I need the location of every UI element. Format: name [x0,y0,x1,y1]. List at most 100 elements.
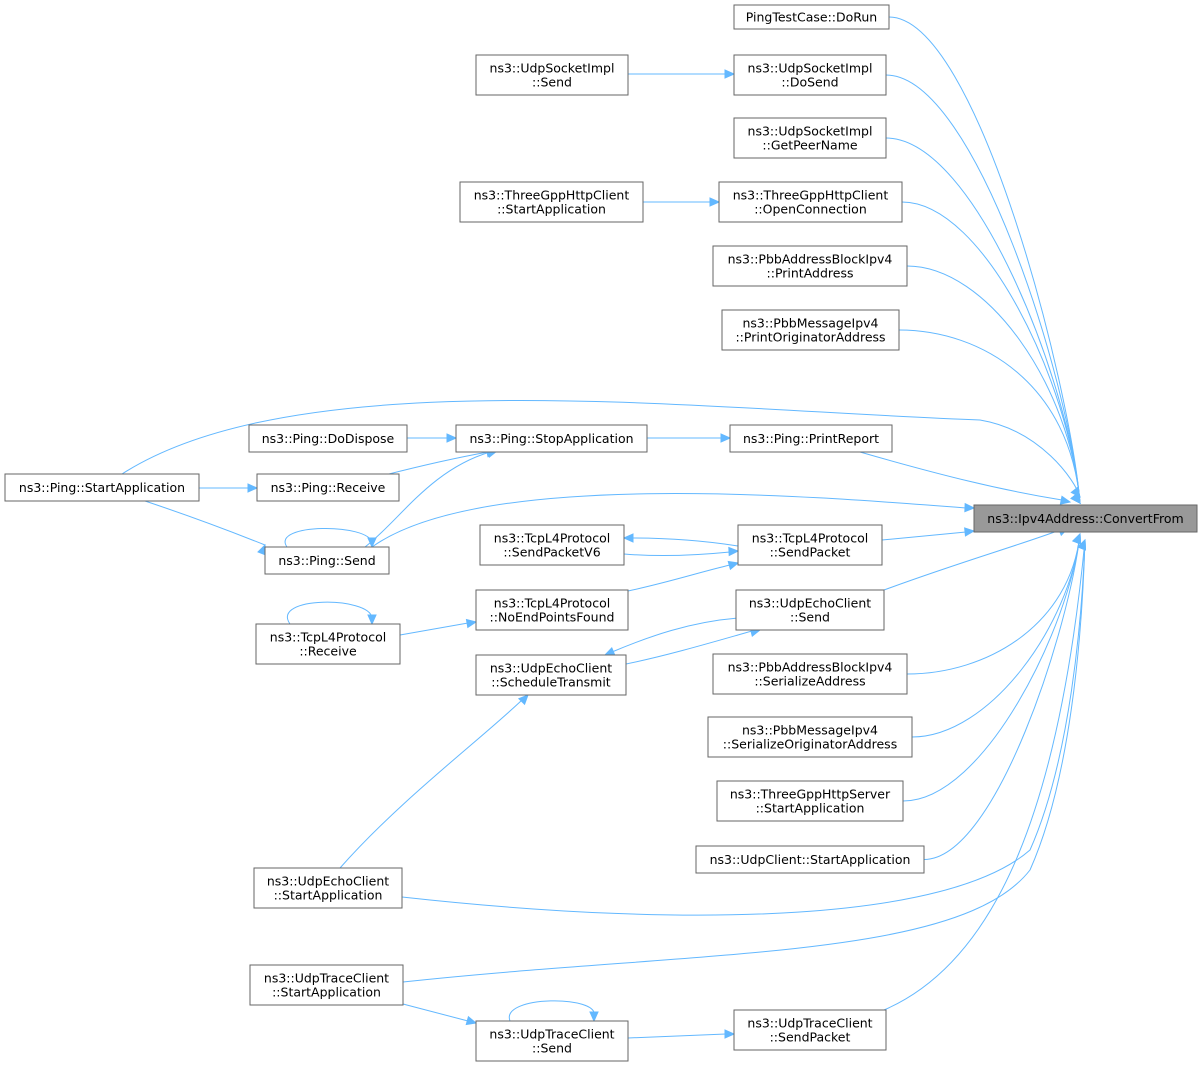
node-label: ns3::Ping::StartApplication [19,480,185,495]
node-label: PingTestCase::DoRun [746,10,877,25]
edge-line [906,265,1081,504]
edge-ping-report-to-root [859,451,1072,505]
edge-line [883,529,1061,591]
node-label: ns3::TcpL4Protocol [270,630,386,645]
node-label: ns3::TcpL4Protocol [752,531,868,546]
node-label: ns3::UdpEchoClient [267,874,389,889]
edge-tcp-receive-to-tcp-receive [286,601,377,626]
node-label: ::SendPacket [770,545,851,560]
node-tcp-sendpacket[interactable]: ns3::TcpL4Protocol::SendPacket [737,524,883,566]
edge-udpsock-dosend-to-root [885,74,1081,504]
node-box [733,117,887,159]
edge-line [885,137,1081,504]
node-box [479,524,625,566]
edge-arrowhead [1070,486,1081,498]
edge-udpclient-start-to-root [923,532,1082,860]
node-pbb-printorig[interactable]: ns3::PbbMessageIpv4::PrintOriginatorAddr… [721,309,900,351]
edge-arrowhead [1072,532,1082,545]
edge-line [364,451,491,548]
edge-arrowhead [247,483,259,493]
edge-ping-receive-to-ping-stop [384,448,498,476]
node-udpsock-getpeer[interactable]: ns3::UdpSocketImpl::GetPeerName [733,117,887,159]
node-ping-report[interactable]: ns3::Ping::PrintReport [729,424,893,453]
node-box [733,1009,887,1051]
node-pbb-serialorig[interactable]: ns3::PbbMessageIpv4::SerializeOriginator… [707,716,913,758]
edge-arrowhead [603,646,616,656]
node-ping-dorun[interactable]: PingTestCase::DoRun [733,4,890,30]
node-box [712,653,908,695]
node-ping-dispose[interactable]: ns3::Ping::DoDispose [248,424,408,453]
node-label: ns3::ThreeGppHttpClient [733,188,889,203]
node-tcp-noend[interactable]: ns3::TcpL4Protocol::NoEndPointsFound [475,589,629,631]
edge-ping-dorun-to-root [888,16,1081,504]
node-trace-sendpacket[interactable]: ns3::UdpTraceClient::SendPacket [733,1009,887,1051]
node-echo-send[interactable]: ns3::UdpEchoClient::Send [735,589,885,631]
node-label: ns3::Ping::Send [278,553,375,568]
node-label: ns3::UdpTraceClient [747,1016,872,1031]
node-label: ns3::UdpTraceClient [489,1027,614,1042]
node-label: ::Receive [299,644,357,659]
node-label: ns3::PbbMessageIpv4 [742,723,878,738]
edge-line [339,699,523,869]
node-http-start[interactable]: ns3::ThreeGppHttpClient::StartApplicatio… [459,181,644,223]
node-label: ns3::UdpSocketImpl [490,61,615,76]
node-label: ::StartApplication [756,801,865,816]
node-httpserver-start[interactable]: ns3::ThreeGppHttpServer::StartApplicatio… [716,780,904,822]
edge-line [901,201,1081,504]
node-box [475,589,629,631]
edge-ping-start-to-ping-receive [199,483,259,493]
node-label: ::SendPacketV6 [503,545,600,560]
edge-pbb-printorig-to-root [898,329,1081,504]
edge-trace-send-to-trace-send [509,1000,599,1023]
node-box [737,524,883,566]
node-tcp-sendv6[interactable]: ns3::TcpL4Protocol::SendPacketV6 [479,524,625,566]
edge-pbb-serialaddr-to-root [906,532,1082,675]
node-http-open[interactable]: ns3::ThreeGppHttpClient::OpenConnection [718,181,903,223]
edge-line [371,493,967,548]
edge-line [883,539,1086,1011]
node-label: ::NoEndPointsFound [490,610,615,625]
node-ping-start[interactable]: ns3::Ping::StartApplication [4,473,200,502]
node-box [248,424,408,453]
edge-line [509,1000,595,1022]
node-label: ::SerializeOriginatorAddress [723,737,897,752]
node-ping-receive[interactable]: ns3::Ping::Receive [256,473,400,502]
node-box [707,716,913,758]
edge-line [402,539,1086,983]
node-pbb-serialaddr[interactable]: ns3::PbbAddressBlockIpv4::SerializeAddre… [712,653,908,695]
node-box [256,473,400,502]
edge-udpsock-getpeer-to-root [885,137,1081,504]
node-label: ns3::Ping::DoDispose [262,431,395,446]
node-tcp-receive[interactable]: ns3::TcpL4Protocol::Receive [255,623,401,665]
node-udpsock-dosend[interactable]: ns3::UdpSocketImpl::DoSend [733,54,887,96]
node-udpsock-send[interactable]: ns3::UdpSocketImpl::Send [475,54,629,96]
node-label: ::SerializeAddress [754,674,865,689]
edge-arrowhead [964,527,976,537]
node-pbb-printaddr[interactable]: ns3::PbbAddressBlockIpv4::PrintAddress [712,245,908,287]
edge-echo-start-to-echo-schedule [339,694,529,869]
node-trace-send[interactable]: ns3::UdpTraceClient::Send [475,1020,629,1062]
node-ping-send[interactable]: ns3::Ping::Send [264,546,390,575]
edge-line [399,622,469,636]
edge-arrowhead [1059,495,1072,505]
edge-line [885,74,1081,504]
node-box [475,54,629,96]
node-label: ::GetPeerName [762,138,858,153]
node-echo-schedule[interactable]: ns3::UdpEchoClient::ScheduleTransmit [475,654,627,696]
edge-line [623,551,731,556]
edge-trace-send-to-trace-sendpacket [627,1029,736,1039]
edge-udpsock-send-to-udpsock-dosend [628,69,736,79]
node-label: ns3::UdpSocketImpl [748,124,873,139]
node-label: ::Send [532,75,572,90]
node-trace-start[interactable]: ns3::UdpTraceClient::StartApplication [249,964,404,1006]
node-label: ns3::UdpTraceClient [264,971,389,986]
node-box [718,181,903,223]
edge-tcp-sendv6-to-tcp-sendpacket [623,546,740,557]
node-udpclient-start[interactable]: ns3::UdpClient::StartApplication [695,845,925,874]
node-root[interactable]: ns3::Ipv4Address::ConvertFrom [973,504,1198,533]
node-ping-stop[interactable]: ns3::Ping::StopApplication [455,424,648,453]
edge-arrowhead [257,543,267,556]
node-box [475,1020,629,1062]
node-echo-start[interactable]: ns3::UdpEchoClient::StartApplication [253,867,403,909]
